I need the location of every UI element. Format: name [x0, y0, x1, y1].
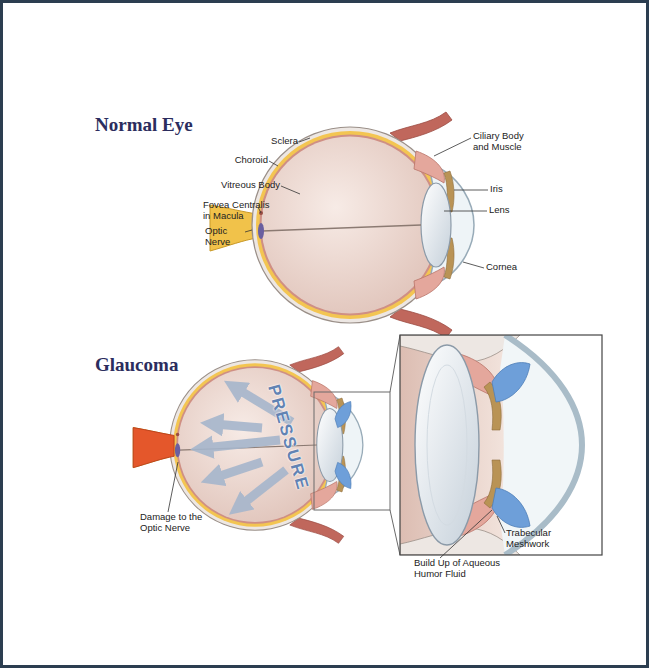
leader-line — [281, 186, 300, 194]
eyeball — [133, 347, 363, 544]
callout-label: Trabecular Meshwork — [506, 528, 566, 550]
inset-view — [400, 335, 602, 555]
pressure-arrow — [214, 462, 262, 478]
pressure-arrow — [214, 424, 262, 428]
damaged-optic-nerve — [133, 428, 174, 468]
part-label: Lens — [489, 205, 539, 216]
leader-line — [497, 516, 505, 533]
leader-line — [269, 161, 278, 166]
part-label: Optic Nerve — [205, 226, 245, 248]
aqueous-fluid — [335, 402, 351, 428]
inset-background — [400, 335, 602, 555]
leader-line — [299, 138, 310, 142]
part-label: Sclera — [238, 136, 298, 147]
part-label: Cornea — [486, 262, 546, 273]
leader-line — [245, 230, 252, 232]
leader-line — [463, 262, 484, 268]
pressure-arrow — [204, 440, 280, 448]
part-label: Ciliary Body and Muscle — [473, 131, 535, 153]
normal-eye — [210, 112, 474, 338]
inset-vitreous — [400, 335, 505, 555]
part-label: Iris — [490, 184, 540, 195]
glaucoma-eye — [133, 347, 363, 544]
leader-line — [168, 462, 178, 512]
callout-label: Build Up of Aqueous Humor Fluid — [414, 558, 509, 580]
leader-line — [454, 190, 488, 191]
leader-line — [444, 211, 487, 212]
aqueous-fluid — [492, 488, 530, 527]
inset-border — [400, 335, 602, 555]
zoom-line — [390, 510, 400, 555]
part-label: Vitreous Body — [190, 180, 280, 191]
inset-lens-ring — [427, 365, 467, 525]
callout-label: Damage to the Optic Nerve — [140, 512, 208, 534]
aqueous-fluid — [335, 462, 351, 488]
leader-lines — [168, 138, 505, 558]
leader-line — [434, 138, 471, 156]
pressure-arrow — [240, 470, 286, 506]
zoom-line — [390, 335, 400, 392]
part-label: Choroid — [208, 155, 268, 166]
section-heading: Glaucoma — [95, 354, 295, 376]
aqueous-fluid — [492, 363, 530, 402]
inset-lens — [415, 345, 479, 545]
part-label: Fovea Centralis in Macula — [203, 200, 273, 222]
leader-line — [440, 510, 492, 558]
section-heading: Normal Eye — [95, 114, 295, 136]
zoom-box — [314, 392, 390, 510]
